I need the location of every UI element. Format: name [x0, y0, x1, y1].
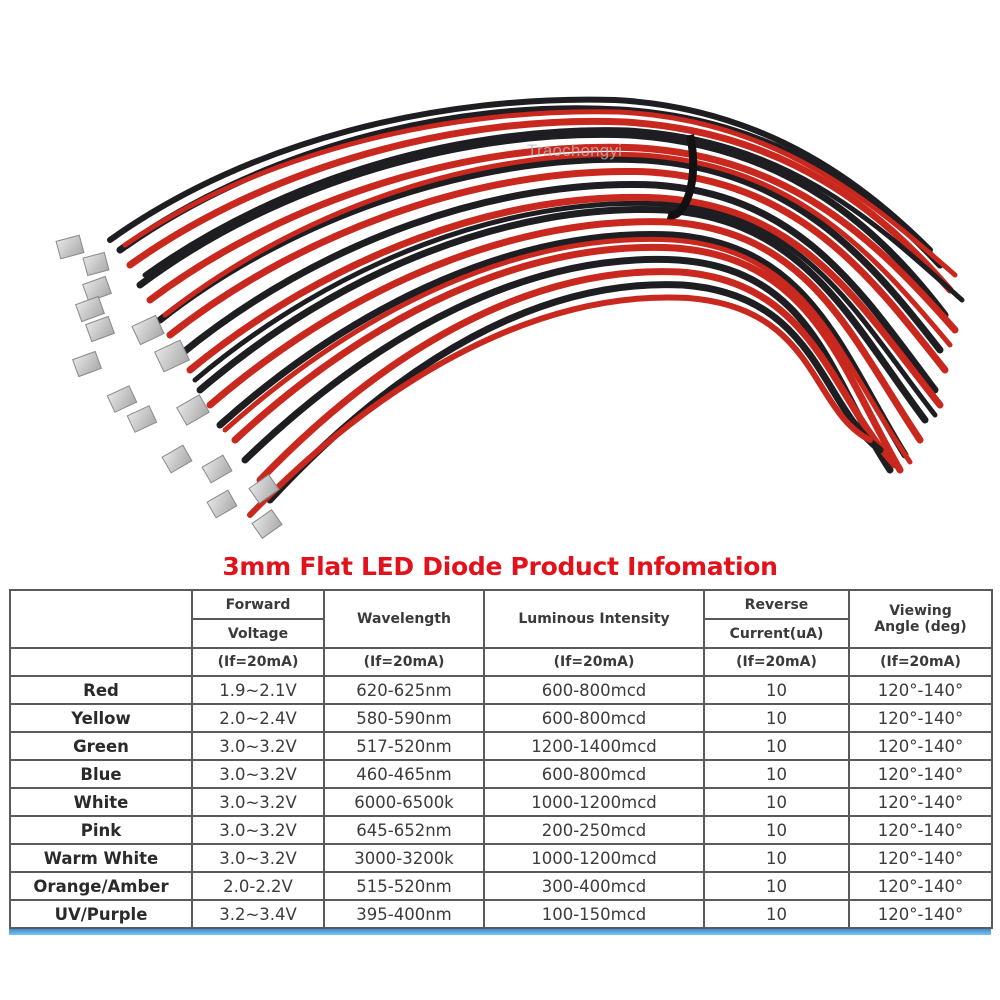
cell-angle: 120°-140°: [848, 843, 993, 873]
cell-intensity: 600-800mcd: [483, 703, 705, 733]
cell-voltage: 3.0~3.2V: [191, 843, 325, 873]
cell-angle: 120°-140°: [848, 871, 993, 901]
cell-voltage: 1.9~2.1V: [191, 675, 325, 705]
header-condition-angle: (If=20mA): [848, 647, 993, 677]
header-condition-reverse-current: (If=20mA): [703, 647, 850, 677]
cell-intensity: 600-800mcd: [483, 675, 705, 705]
bottom-accent-bar: [9, 929, 991, 935]
header-condition-intensity: (If=20mA): [483, 647, 705, 677]
cell-angle: 120°-140°: [848, 787, 993, 817]
cell-wavelength: 580-590nm: [323, 703, 485, 733]
cell-color: White: [9, 787, 193, 817]
header-reverse-current-line2: Current(uA): [703, 618, 850, 649]
header-condition-wavelength: (If=20mA): [323, 647, 485, 677]
cell-reverse-current: 10: [703, 787, 850, 817]
cell-color: Blue: [9, 759, 193, 789]
cell-color: Green: [9, 731, 193, 761]
product-info-table: Forward Wavelength Luminous Intensity Re…: [9, 589, 993, 929]
cell-intensity: 1000-1200mcd: [483, 843, 705, 873]
cell-wavelength: 460-465nm: [323, 759, 485, 789]
header-condition-blank: [9, 647, 193, 677]
cell-voltage: 3.0~3.2V: [191, 731, 325, 761]
header-reverse-current-line1: Reverse: [703, 589, 850, 620]
cell-reverse-current: 10: [703, 871, 850, 901]
cell-color: Warm White: [9, 843, 193, 873]
cell-reverse-current: 10: [703, 815, 850, 845]
cell-reverse-current: 10: [703, 843, 850, 873]
table-row: Orange/Amber 2.0-2.2V 515-520nm 300-400m…: [9, 871, 993, 901]
header-wavelength: Wavelength: [323, 589, 485, 649]
table-row: Blue 3.0~3.2V 460-465nm 600-800mcd 10 12…: [9, 759, 993, 789]
header-condition-voltage: (If=20mA): [191, 647, 325, 677]
cell-voltage: 3.0~3.2V: [191, 815, 325, 845]
cell-color: Orange/Amber: [9, 871, 193, 901]
page-title: 3mm Flat LED Diode Product Infomation: [222, 552, 778, 581]
table-row: Pink 3.0~3.2V 645-652nm 200-250mcd 10 12…: [9, 815, 993, 845]
cell-wavelength: 3000-3200k: [323, 843, 485, 873]
cell-voltage: 2.0-2.2V: [191, 871, 325, 901]
led-wire-bundle-image: [55, 96, 965, 539]
header-viewing-angle: Viewing Angle (deg): [848, 589, 993, 649]
cell-intensity: 300-400mcd: [483, 871, 705, 901]
cell-wavelength: 645-652nm: [323, 815, 485, 845]
cell-reverse-current: 10: [703, 703, 850, 733]
header-forward-voltage-line1: Forward: [191, 589, 325, 620]
cell-intensity: 1000-1200mcd: [483, 787, 705, 817]
cell-reverse-current: 10: [703, 731, 850, 761]
cell-angle: 120°-140°: [848, 675, 993, 705]
header-forward-voltage-line2: Voltage: [191, 618, 325, 649]
cell-voltage: 3.0~3.2V: [191, 759, 325, 789]
cell-intensity: 100-150mcd: [483, 899, 705, 929]
cell-intensity: 200-250mcd: [483, 815, 705, 845]
cell-color: Pink: [9, 815, 193, 845]
header-color-blank: [9, 589, 193, 649]
cell-intensity: 600-800mcd: [483, 759, 705, 789]
product-info-table-container: Forward Wavelength Luminous Intensity Re…: [9, 589, 993, 935]
cell-intensity: 1200-1400mcd: [483, 731, 705, 761]
cell-wavelength: 517-520nm: [323, 731, 485, 761]
table-row: Warm White 3.0~3.2V 3000-3200k 1000-1200…: [9, 843, 993, 873]
table-row: White 3.0~3.2V 6000-6500k 1000-1200mcd 1…: [9, 787, 993, 817]
cell-wavelength: 515-520nm: [323, 871, 485, 901]
cell-angle: 120°-140°: [848, 759, 993, 789]
cell-angle: 120°-140°: [848, 731, 993, 761]
cell-wavelength: 620-625nm: [323, 675, 485, 705]
cell-color: Yellow: [9, 703, 193, 733]
cell-color: UV/Purple: [9, 899, 193, 929]
table-row: Red 1.9~2.1V 620-625nm 600-800mcd 10 120…: [9, 675, 993, 705]
product-photo: Traochongyi: [55, 96, 965, 539]
cell-reverse-current: 10: [703, 675, 850, 705]
cell-voltage: 2.0~2.4V: [191, 703, 325, 733]
cell-reverse-current: 10: [703, 759, 850, 789]
cell-reverse-current: 10: [703, 899, 850, 929]
cell-voltage: 3.2~3.4V: [191, 899, 325, 929]
header-viewing-angle-line2: Angle (deg): [874, 619, 967, 635]
watermark-text: Traochongyi: [527, 141, 623, 160]
table-row: UV/Purple 3.2~3.4V 395-400nm 100-150mcd …: [9, 899, 993, 929]
cell-wavelength: 6000-6500k: [323, 787, 485, 817]
table-row: Green 3.0~3.2V 517-520nm 1200-1400mcd 10…: [9, 731, 993, 761]
cell-wavelength: 395-400nm: [323, 899, 485, 929]
cell-angle: 120°-140°: [848, 703, 993, 733]
cell-voltage: 3.0~3.2V: [191, 787, 325, 817]
cell-angle: 120°-140°: [848, 899, 993, 929]
header-luminous-intensity: Luminous Intensity: [483, 589, 705, 649]
header-viewing-angle-line1: Viewing: [889, 603, 952, 619]
cell-color: Red: [9, 675, 193, 705]
cell-angle: 120°-140°: [848, 815, 993, 845]
table-row: Yellow 2.0~2.4V 580-590nm 600-800mcd 10 …: [9, 703, 993, 733]
